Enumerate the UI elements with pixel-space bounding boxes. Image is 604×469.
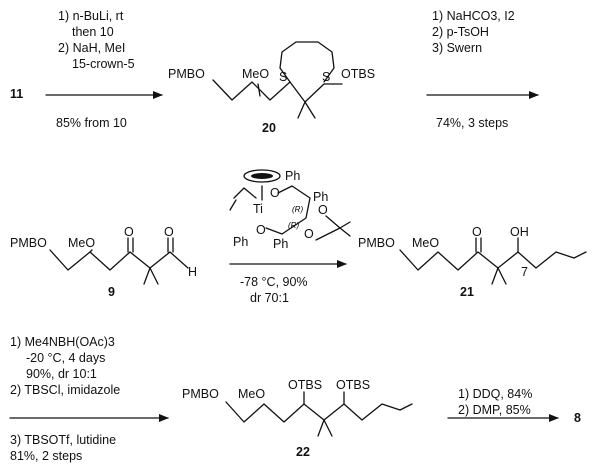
sulfur-atom: S bbox=[322, 70, 330, 84]
titanium-atom: Ti bbox=[253, 202, 263, 216]
oxygen-atom: O bbox=[304, 227, 314, 241]
step1-yield: 85% from 10 bbox=[56, 116, 127, 130]
phenyl-label: Ph bbox=[233, 235, 248, 249]
otbs-label: OTBS bbox=[341, 67, 375, 81]
oxygen-atom: O bbox=[256, 223, 266, 237]
oxygen-atom: O bbox=[124, 225, 134, 239]
hydrogen-atom: H bbox=[188, 265, 197, 279]
step2-yield: 74%, 3 steps bbox=[436, 116, 508, 130]
step5-line2: 2) DMP, 85% bbox=[458, 403, 531, 417]
meo-label: MeO bbox=[412, 236, 439, 250]
compound-11-label: 11 bbox=[10, 87, 23, 101]
step2-line1: 1) NaHCO3, I2 bbox=[432, 9, 515, 23]
sulfur-atom: S bbox=[279, 70, 287, 84]
step1-line4: 15-crown-5 bbox=[72, 57, 135, 71]
step3-line1: -78 °C, 90% bbox=[240, 275, 308, 289]
step2-line3: 3) Swern bbox=[432, 41, 482, 55]
compound-21-label: 21 bbox=[460, 285, 474, 299]
step4-line6: 81%, 2 steps bbox=[10, 449, 82, 463]
step1-line3: 2) NaH, MeI bbox=[58, 41, 125, 55]
step4-line4: 2) TBSCl, imidazole bbox=[10, 383, 120, 397]
pmbo-label: PMBO bbox=[10, 236, 47, 250]
step4-line2: -20 °C, 4 days bbox=[26, 351, 105, 365]
step5-line1: 1) DDQ, 84% bbox=[458, 387, 532, 401]
oxygen-atom: O bbox=[164, 225, 174, 239]
carbon-7-label: 7 bbox=[521, 265, 528, 279]
meo-label: MeO bbox=[242, 67, 269, 81]
compound-20-structure: PMBO MeO S S OTBS 20 bbox=[168, 41, 375, 135]
compound-8-label: 8 bbox=[574, 411, 581, 425]
step1-line1: 1) n-BuLi, rt bbox=[58, 9, 124, 23]
step4-line1: 1) Me4NBH(OAc)3 bbox=[10, 335, 115, 349]
otbs-label: OTBS bbox=[288, 378, 322, 392]
meo-label: MeO bbox=[68, 236, 95, 250]
step1-line2: then 10 bbox=[72, 25, 114, 39]
pmbo-label: PMBO bbox=[358, 236, 395, 250]
oxygen-atom: O bbox=[270, 186, 280, 200]
compound-21-structure: PMBO MeO O OH 7 21 bbox=[358, 225, 587, 299]
phenyl-label: Ph bbox=[285, 169, 300, 183]
oxygen-atom: O bbox=[318, 203, 328, 217]
meo-label: MeO bbox=[238, 387, 265, 401]
otbs-label: OTBS bbox=[336, 378, 370, 392]
compound-9-label: 9 bbox=[108, 285, 115, 299]
stereo-r-label: (R) bbox=[292, 205, 303, 214]
step4-line3: 90%, dr 10:1 bbox=[26, 367, 97, 381]
stereo-r-label: (R) bbox=[288, 221, 299, 230]
compound-20-label: 20 bbox=[262, 121, 276, 135]
step3-line2: dr 70:1 bbox=[250, 291, 289, 305]
phenyl-label: Ph bbox=[273, 237, 288, 251]
pmbo-label: PMBO bbox=[168, 67, 205, 81]
titanium-allyl-reagent: Ti O O Ph Ph Ph Ph (R) (R) O O bbox=[229, 169, 351, 251]
compound-22-label: 22 bbox=[296, 445, 310, 459]
hydroxyl-label: OH bbox=[510, 225, 529, 239]
oxygen-atom: O bbox=[472, 225, 482, 239]
pmbo-label: PMBO bbox=[182, 387, 219, 401]
phenyl-label: Ph bbox=[313, 190, 328, 204]
compound-9-structure: PMBO MeO O O H 9 bbox=[10, 225, 197, 299]
step4-line5: 3) TBSOTf, lutidine bbox=[10, 433, 116, 447]
compound-22-structure: PMBO MeO OTBS OTBS 22 bbox=[182, 378, 413, 459]
step2-line2: 2) p-TsOH bbox=[432, 25, 489, 39]
